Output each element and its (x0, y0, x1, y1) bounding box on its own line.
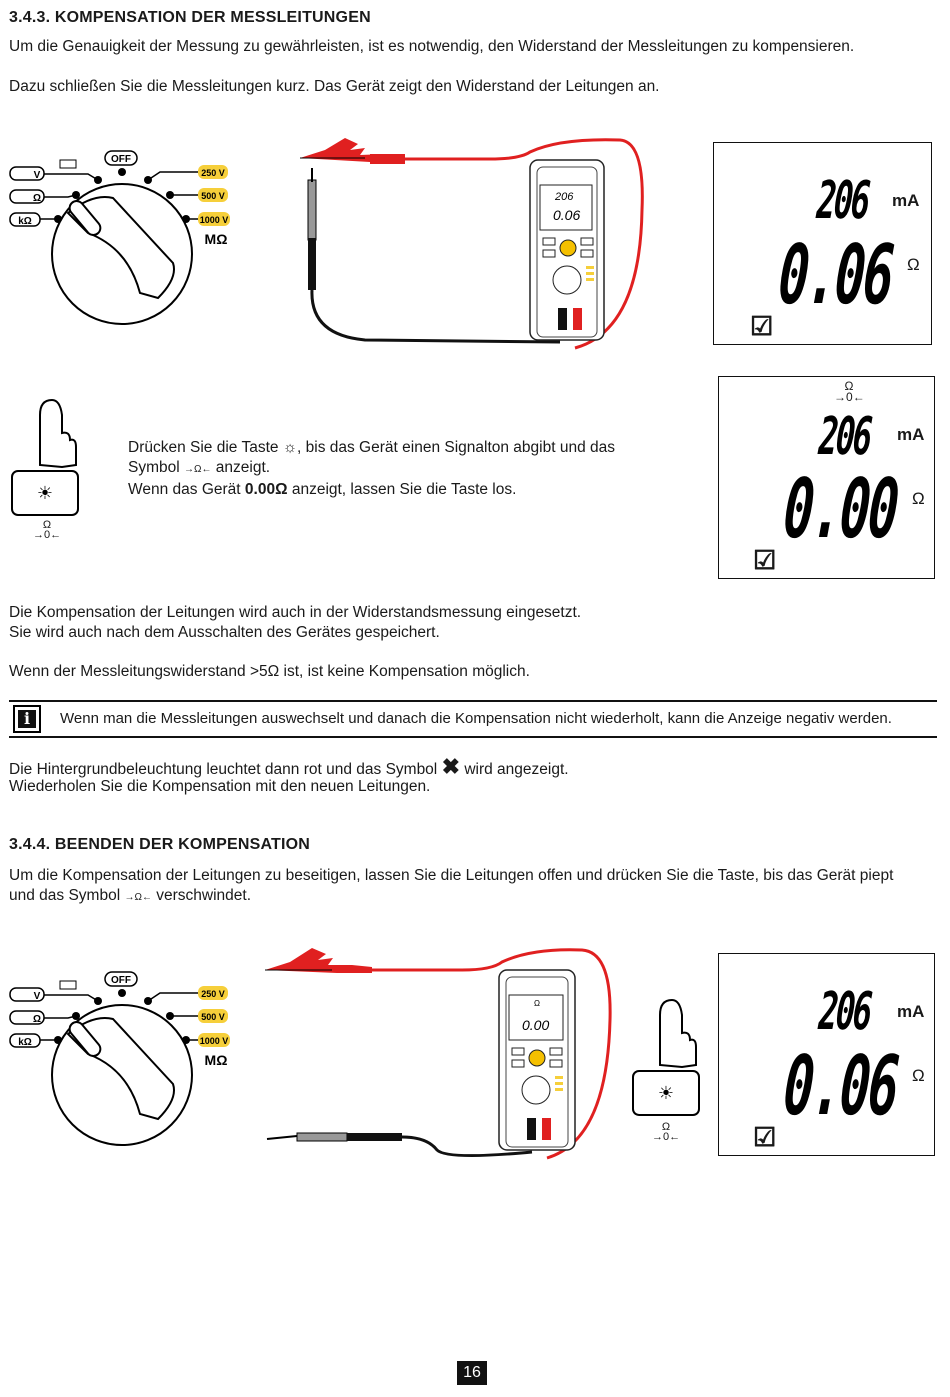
dial-label-continuity: Ω (33, 193, 41, 204)
meter-open-leads-diagram: Ω 0.00 (265, 948, 612, 1160)
lcd-top-unit: mA (897, 1002, 925, 1021)
page-number: 16 (457, 1361, 487, 1385)
lcd-display-compensated: Ω →0← 206 mA 0.00 Ω ☑ (718, 376, 935, 579)
section-heading-compensation: 3.4.3. KOMPENSATION DER MESSLEITUNGEN (9, 9, 371, 26)
zero-symbol-inline-icon: →Ω← (124, 892, 152, 903)
lcd-top-unit: mA (897, 425, 925, 444)
limit-text: Wenn der Messleitungswiderstand >5Ω ist,… (9, 663, 530, 680)
dial-off-label: OFF (111, 154, 131, 165)
info-top-rule (9, 700, 937, 702)
dial-unit-megaohm: MΩ (205, 231, 228, 247)
lcd-top-unit: mA (892, 191, 920, 210)
meter-shorted-leads-diagram: 206 0.06 (300, 138, 644, 350)
lcd-main-value: 0.06 (775, 228, 895, 323)
check-icon: ☑ (753, 1122, 777, 1152)
backlight-button-icon: ☀ (37, 483, 53, 503)
dial-label-250v: 250 V (201, 168, 225, 178)
finger-press-icon: ☀ (632, 998, 700, 1116)
rotary-dial-diagram: OFF V Ω kΩ 250 V 500 V 1000 V MΩ (9, 150, 230, 325)
instruction-paragraph: Drücken Sie die Taste ☼, bis das Gerät e… (128, 439, 616, 498)
dial-label-kohm: kΩ (18, 216, 32, 227)
lcd-main-value: 0.06 (780, 1039, 900, 1134)
backlight-red-text: Die Hintergrundbeleuchtung leuchtet dann… (9, 754, 569, 779)
dial-label-500v: 500 V (201, 191, 225, 201)
resistance-measurement-text: Die Kompensation der Leitungen wird auch… (9, 604, 582, 621)
info-icon: i (13, 705, 41, 733)
lcd-main-unit: Ω (912, 489, 925, 508)
zero-compensation-icon: Ω →0← (651, 1121, 681, 1143)
lcd-display-after-reset: 206 mA 0.06 Ω ☑ (718, 953, 935, 1156)
dial-label-1000v: 1000 V (200, 215, 229, 225)
dial-label-1000v: 1000 V (200, 1036, 229, 1046)
dial-label-kohm: kΩ (18, 1037, 32, 1048)
meter-mini-display-main: 0.00 (522, 1017, 549, 1033)
memory-text: Sie wird auch nach dem Ausschalten des G… (9, 624, 440, 641)
section-heading-end-compensation: 3.4.4. BEENDEN DER KOMPENSATION (9, 836, 311, 853)
dial-label-voltage: V (34, 991, 41, 1002)
rotary-dial-diagram: OFF V Ω kΩ 250 V 500 V 1000 V MΩ (9, 971, 230, 1146)
lcd-top-value: 206 (815, 171, 870, 231)
dial-label-500v: 500 V (201, 1012, 225, 1022)
info-bottom-rule (9, 736, 937, 738)
lcd-top-value: 206 (817, 407, 872, 467)
check-icon: ☑ (753, 545, 777, 575)
meter-mini-display-main: 0.06 (553, 207, 580, 223)
lcd-main-unit: Ω (907, 255, 920, 274)
lcd-main-unit: Ω (912, 1066, 925, 1085)
dial-label-250v: 250 V (201, 989, 225, 999)
check-icon: ☑ (750, 311, 774, 341)
lcd-main-value: 0.00 (780, 462, 900, 557)
end-compensation-paragraph: Um die Kompensation der Leitungen zu bes… (9, 867, 894, 904)
backlight-symbol-icon: ☼ (282, 439, 298, 456)
short-circuit-paragraph: Dazu schließen Sie die Messleitungen kur… (9, 78, 660, 95)
zero-compensation-mini-icon: Ω (534, 999, 540, 1008)
zero-symbol-inline-icon: →Ω← (184, 464, 212, 475)
dial-unit-megaohm: MΩ (205, 1052, 228, 1068)
dial-label-voltage: V (34, 170, 41, 181)
meter-mini-display-top: 206 (554, 191, 574, 203)
info-text: Wenn man die Messleitungen auswechselt u… (60, 710, 892, 727)
lcd-display-before: 206 mA 0.06 Ω ☑ (713, 142, 932, 345)
dial-off-label: OFF (111, 975, 131, 986)
lcd-top-value: 206 (817, 982, 872, 1042)
repeat-text: Wiederholen Sie die Kompensation mit den… (9, 778, 431, 795)
zero-compensation-icon: Ω →0← (32, 519, 62, 541)
intro-paragraph: Um die Genauigkeit der Messung zu gewähr… (9, 38, 855, 55)
backlight-button-icon: ☀ (658, 1083, 674, 1103)
finger-press-icon: ☀ (11, 398, 79, 516)
error-cross-icon: ✖ (441, 754, 460, 779)
zero-compensation-lcd-icon: Ω →0← (834, 379, 865, 404)
dial-label-continuity: Ω (33, 1014, 41, 1025)
